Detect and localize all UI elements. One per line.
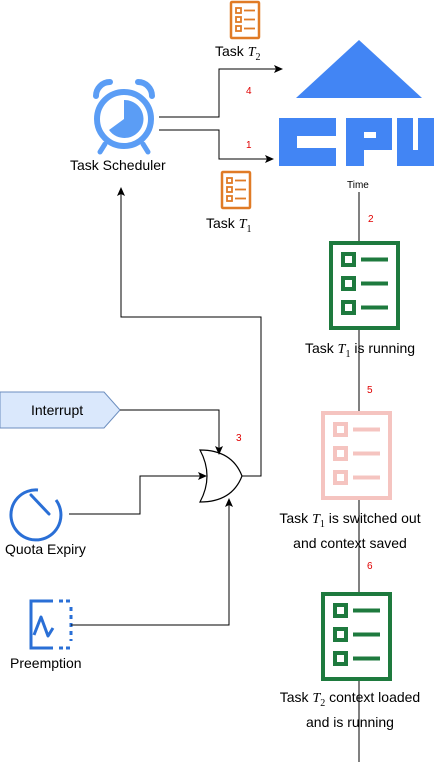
step-number-3: 3 (236, 433, 242, 444)
event-t2-loaded-label: Task T2 context loaded and is running (279, 689, 421, 730)
preemption-icon (29, 599, 73, 650)
step-number-5: 5 (367, 385, 373, 396)
step-number-4: 4 (246, 86, 252, 97)
or-gate-shape (198, 449, 243, 503)
quota-expiry-label: Quota Expiry (5, 541, 86, 557)
task-running-doc-icon (329, 241, 400, 330)
cpu-letters (279, 118, 434, 166)
interrupt-label: Interrupt (31, 402, 84, 418)
task-loaded-doc-icon (321, 592, 392, 681)
step-number-2: 2 (368, 214, 374, 225)
interrupt-shape (0, 391, 121, 429)
step-number-6: 6 (367, 561, 373, 572)
task-switched-out-doc-icon (321, 411, 392, 500)
connectors (69, 65, 283, 626)
task-t2-doc-icon (229, 0, 261, 40)
event-t1-running-label: Task T1 is running (304, 340, 416, 360)
timeline-label: Time (347, 180, 369, 191)
step-number-1: 1 (246, 140, 252, 151)
task-t1-doc-icon (220, 170, 252, 210)
cpu-triangle-shape (296, 40, 422, 98)
task-scheduler-label: Task Scheduler (70, 157, 166, 173)
alarm-clock-icon (93, 79, 155, 155)
preemption-label: Preemption (10, 655, 82, 671)
task-t1-label: Task T1 (206, 215, 252, 235)
event-t1-switched-label: Task T1 is switched out and context save… (279, 510, 421, 551)
task-t2-label: Task T2 (215, 43, 261, 63)
gauge-icon (9, 488, 63, 542)
